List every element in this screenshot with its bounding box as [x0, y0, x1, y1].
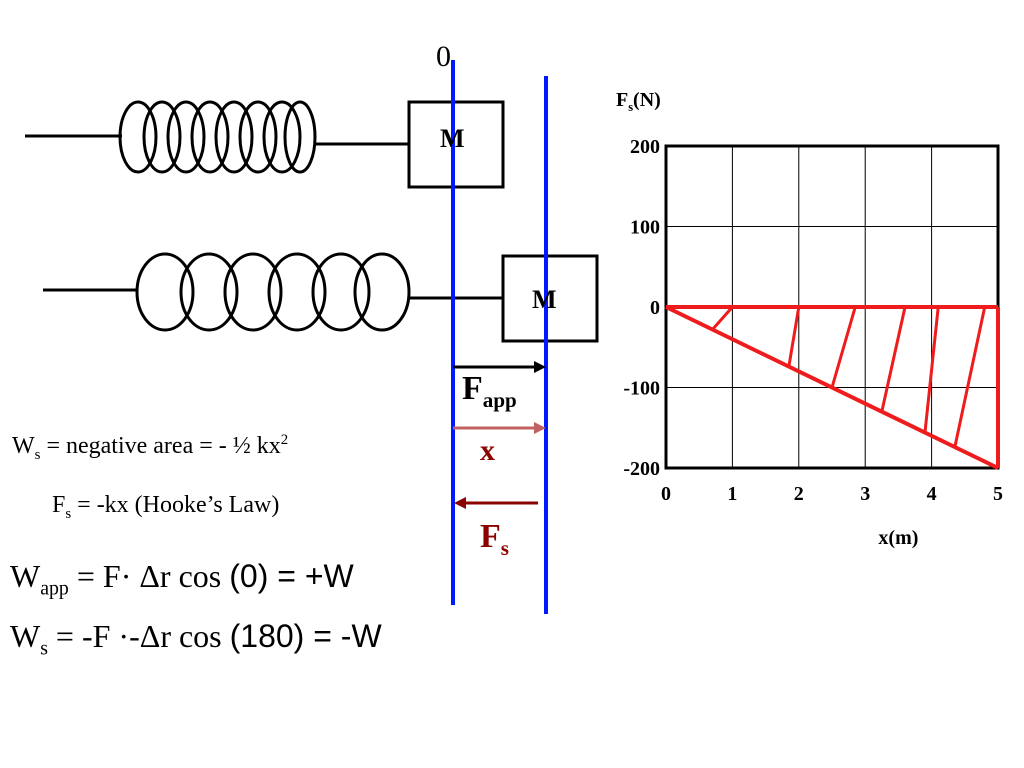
y-tick-label-3: -100 — [623, 378, 660, 400]
top-spring-system — [25, 100, 505, 189]
hooke-symbol: F — [52, 492, 66, 518]
chart-xlabel: x(m) — [878, 527, 918, 549]
y-tick-label-2: 0 — [650, 297, 660, 319]
hatch-line-2 — [830, 306, 857, 388]
hatch-line-1 — [787, 306, 801, 367]
wapp-symbol: W — [10, 558, 41, 594]
hooke-text: = -kx (Hooke’s Law) — [71, 492, 280, 518]
wapp-subscript: app — [40, 577, 69, 600]
origin-label: 0 — [436, 40, 451, 73]
y-tick-label-1: 100 — [630, 217, 660, 239]
spring-force-subscript: s — [500, 535, 509, 560]
top-mass-label: M — [440, 124, 465, 153]
applied-force-label: Fapp — [462, 372, 517, 411]
ws-area-symbol: W — [12, 433, 35, 459]
bottom-spring-coils — [135, 252, 411, 332]
ws-work-result: (180) = -W — [229, 618, 382, 654]
hookes-law-equation: Fs = -kx (Hooke’s Law) — [52, 493, 279, 522]
applied-work-equation: Wapp = F· Δr cos (0) = +W — [10, 560, 354, 599]
applied-force-subscript: app — [482, 387, 517, 412]
spring-work-area-equation: Ws = negative area = - ½ kx2 — [12, 433, 288, 463]
spring-force-symbol: F — [480, 518, 501, 555]
y-tick-label-0: 200 — [630, 136, 660, 158]
hatch-line-4 — [923, 306, 940, 433]
displacement-label: x — [480, 434, 495, 467]
bottom-spring-system — [43, 252, 599, 343]
ws-area-subscript: s — [34, 446, 41, 463]
bottom-mass-label: M — [532, 285, 557, 314]
top-spring-coils — [118, 100, 317, 174]
spring-work-equation: Ws = -F ·-Δr cos (180) = -W — [10, 620, 382, 659]
x-tick-label-4: 4 — [927, 483, 937, 505]
x-tick-label-3: 3 — [860, 483, 870, 505]
ws-work-symbol: W — [10, 618, 41, 654]
ws-area-text: = negative area = - ½ kx — [40, 433, 281, 459]
ws-area-exponent: 2 — [280, 432, 289, 448]
chart-ylabel-symbol: F — [616, 89, 629, 111]
wapp-text: = F· Δr cos — [68, 558, 230, 594]
x-tick-label-5: 5 — [993, 483, 1003, 505]
chart-ylabel-subscript: s — [628, 100, 634, 114]
x-tick-label-2: 2 — [794, 483, 804, 505]
bottom-mass-block — [501, 254, 599, 343]
hooke-subscript: s — [65, 505, 72, 522]
ws-work-subscript: s — [40, 637, 48, 660]
applied-force-symbol: F — [462, 370, 483, 407]
applied-force-arrow — [453, 361, 546, 373]
ws-work-text: = -F ·-Δr cos — [47, 618, 230, 654]
hatch-line-5 — [953, 306, 987, 448]
hatch-line-0 — [711, 306, 734, 331]
x-tick-label-1: 1 — [727, 483, 737, 505]
displacement-arrow — [453, 422, 546, 434]
hatch-line-3 — [880, 306, 907, 412]
top-mass-block — [407, 100, 505, 189]
x-tick-label-0: 0 — [661, 483, 671, 505]
spring-force-label: Fs — [480, 520, 509, 559]
spring-force-arrow — [454, 497, 538, 509]
chart-ylabel: Fs(N) — [616, 90, 661, 113]
y-tick-label-4: -200 — [623, 458, 660, 480]
chart-ylabel-unit: (N) — [633, 89, 661, 111]
wapp-result: (0) = +W — [229, 558, 354, 594]
spring-force-line — [665, 305, 999, 470]
